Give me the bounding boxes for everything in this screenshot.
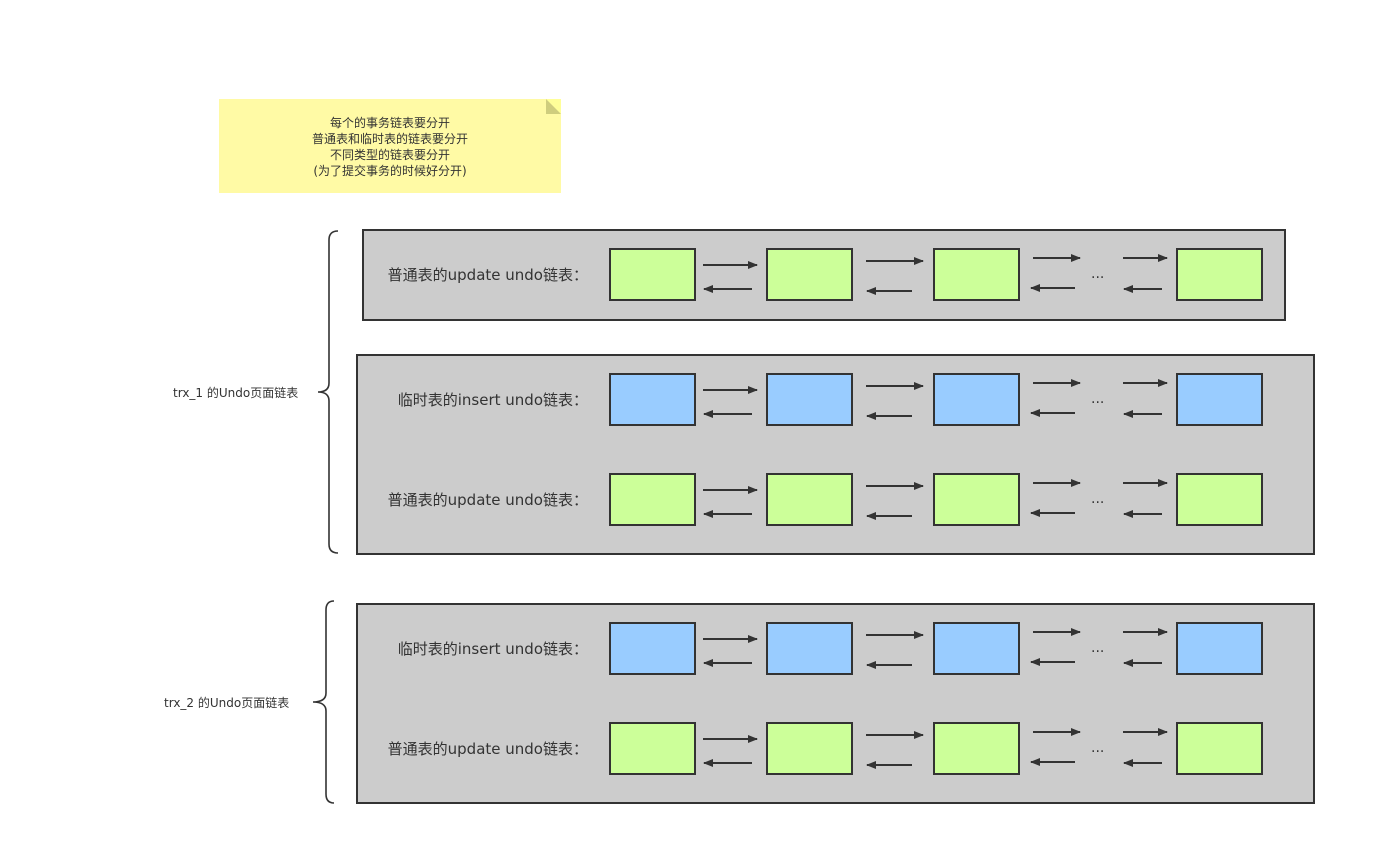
undo-page-node [1176, 722, 1263, 775]
undo-page-node [766, 622, 853, 675]
trx1-label: trx_1 的Undo页面链表 [173, 386, 299, 400]
undo-page-node [609, 373, 696, 426]
ellipsis: ... [1091, 640, 1105, 656]
note-body [219, 99, 561, 193]
ellipsis: ... [1091, 491, 1105, 507]
undo-page-node [933, 722, 1020, 775]
undo-page-node [766, 722, 853, 775]
trx2-brace [312, 600, 335, 804]
undo-list-label: 临时表的insert undo链表： [397, 391, 588, 409]
undo-page-node [766, 373, 853, 426]
undo-page-node [1176, 473, 1263, 526]
undo-page-node [609, 722, 696, 775]
undo-list-label: 普通表的update undo链表： [387, 491, 588, 509]
trx2-label: trx_2 的Undo页面链表 [164, 696, 290, 710]
sticky-note: 每个的事务链表要分开 普通表和临时表的链表要分开 不同类型的链表要分开 (为了提… [219, 99, 561, 193]
undo-page-node [766, 473, 853, 526]
undo-page-node [933, 622, 1020, 675]
undo-page-node [933, 248, 1020, 301]
undo-list-label: 普通表的update undo链表： [387, 266, 588, 284]
undo-page-node [1176, 622, 1263, 675]
undo-page-node [933, 373, 1020, 426]
undo-list-label: 普通表的update undo链表： [387, 740, 588, 758]
undo-page-node [1176, 248, 1263, 301]
note-line: (为了提交事务的时候好分开) [313, 164, 467, 178]
ellipsis: ... [1091, 740, 1105, 756]
note-line: 每个的事务链表要分开 [329, 116, 450, 130]
ellipsis: ... [1091, 391, 1105, 407]
ellipsis: ... [1091, 266, 1105, 282]
undo-page-node [933, 473, 1020, 526]
undo-page-node [609, 622, 696, 675]
undo-list-label: 临时表的insert undo链表： [397, 640, 588, 658]
note-text: 每个的事务链表要分开 普通表和临时表的链表要分开 不同类型的链表要分开 (为了提… [219, 115, 561, 179]
undo-page-node [1176, 373, 1263, 426]
note-line: 不同类型的链表要分开 [329, 148, 450, 162]
undo-page-node [609, 473, 696, 526]
arrows-layer [703, 254, 1168, 769]
undo-page-node [766, 248, 853, 301]
undo-page-node [609, 248, 696, 301]
trx1-brace [317, 230, 339, 554]
note-line: 普通表和临时表的链表要分开 [311, 132, 468, 146]
